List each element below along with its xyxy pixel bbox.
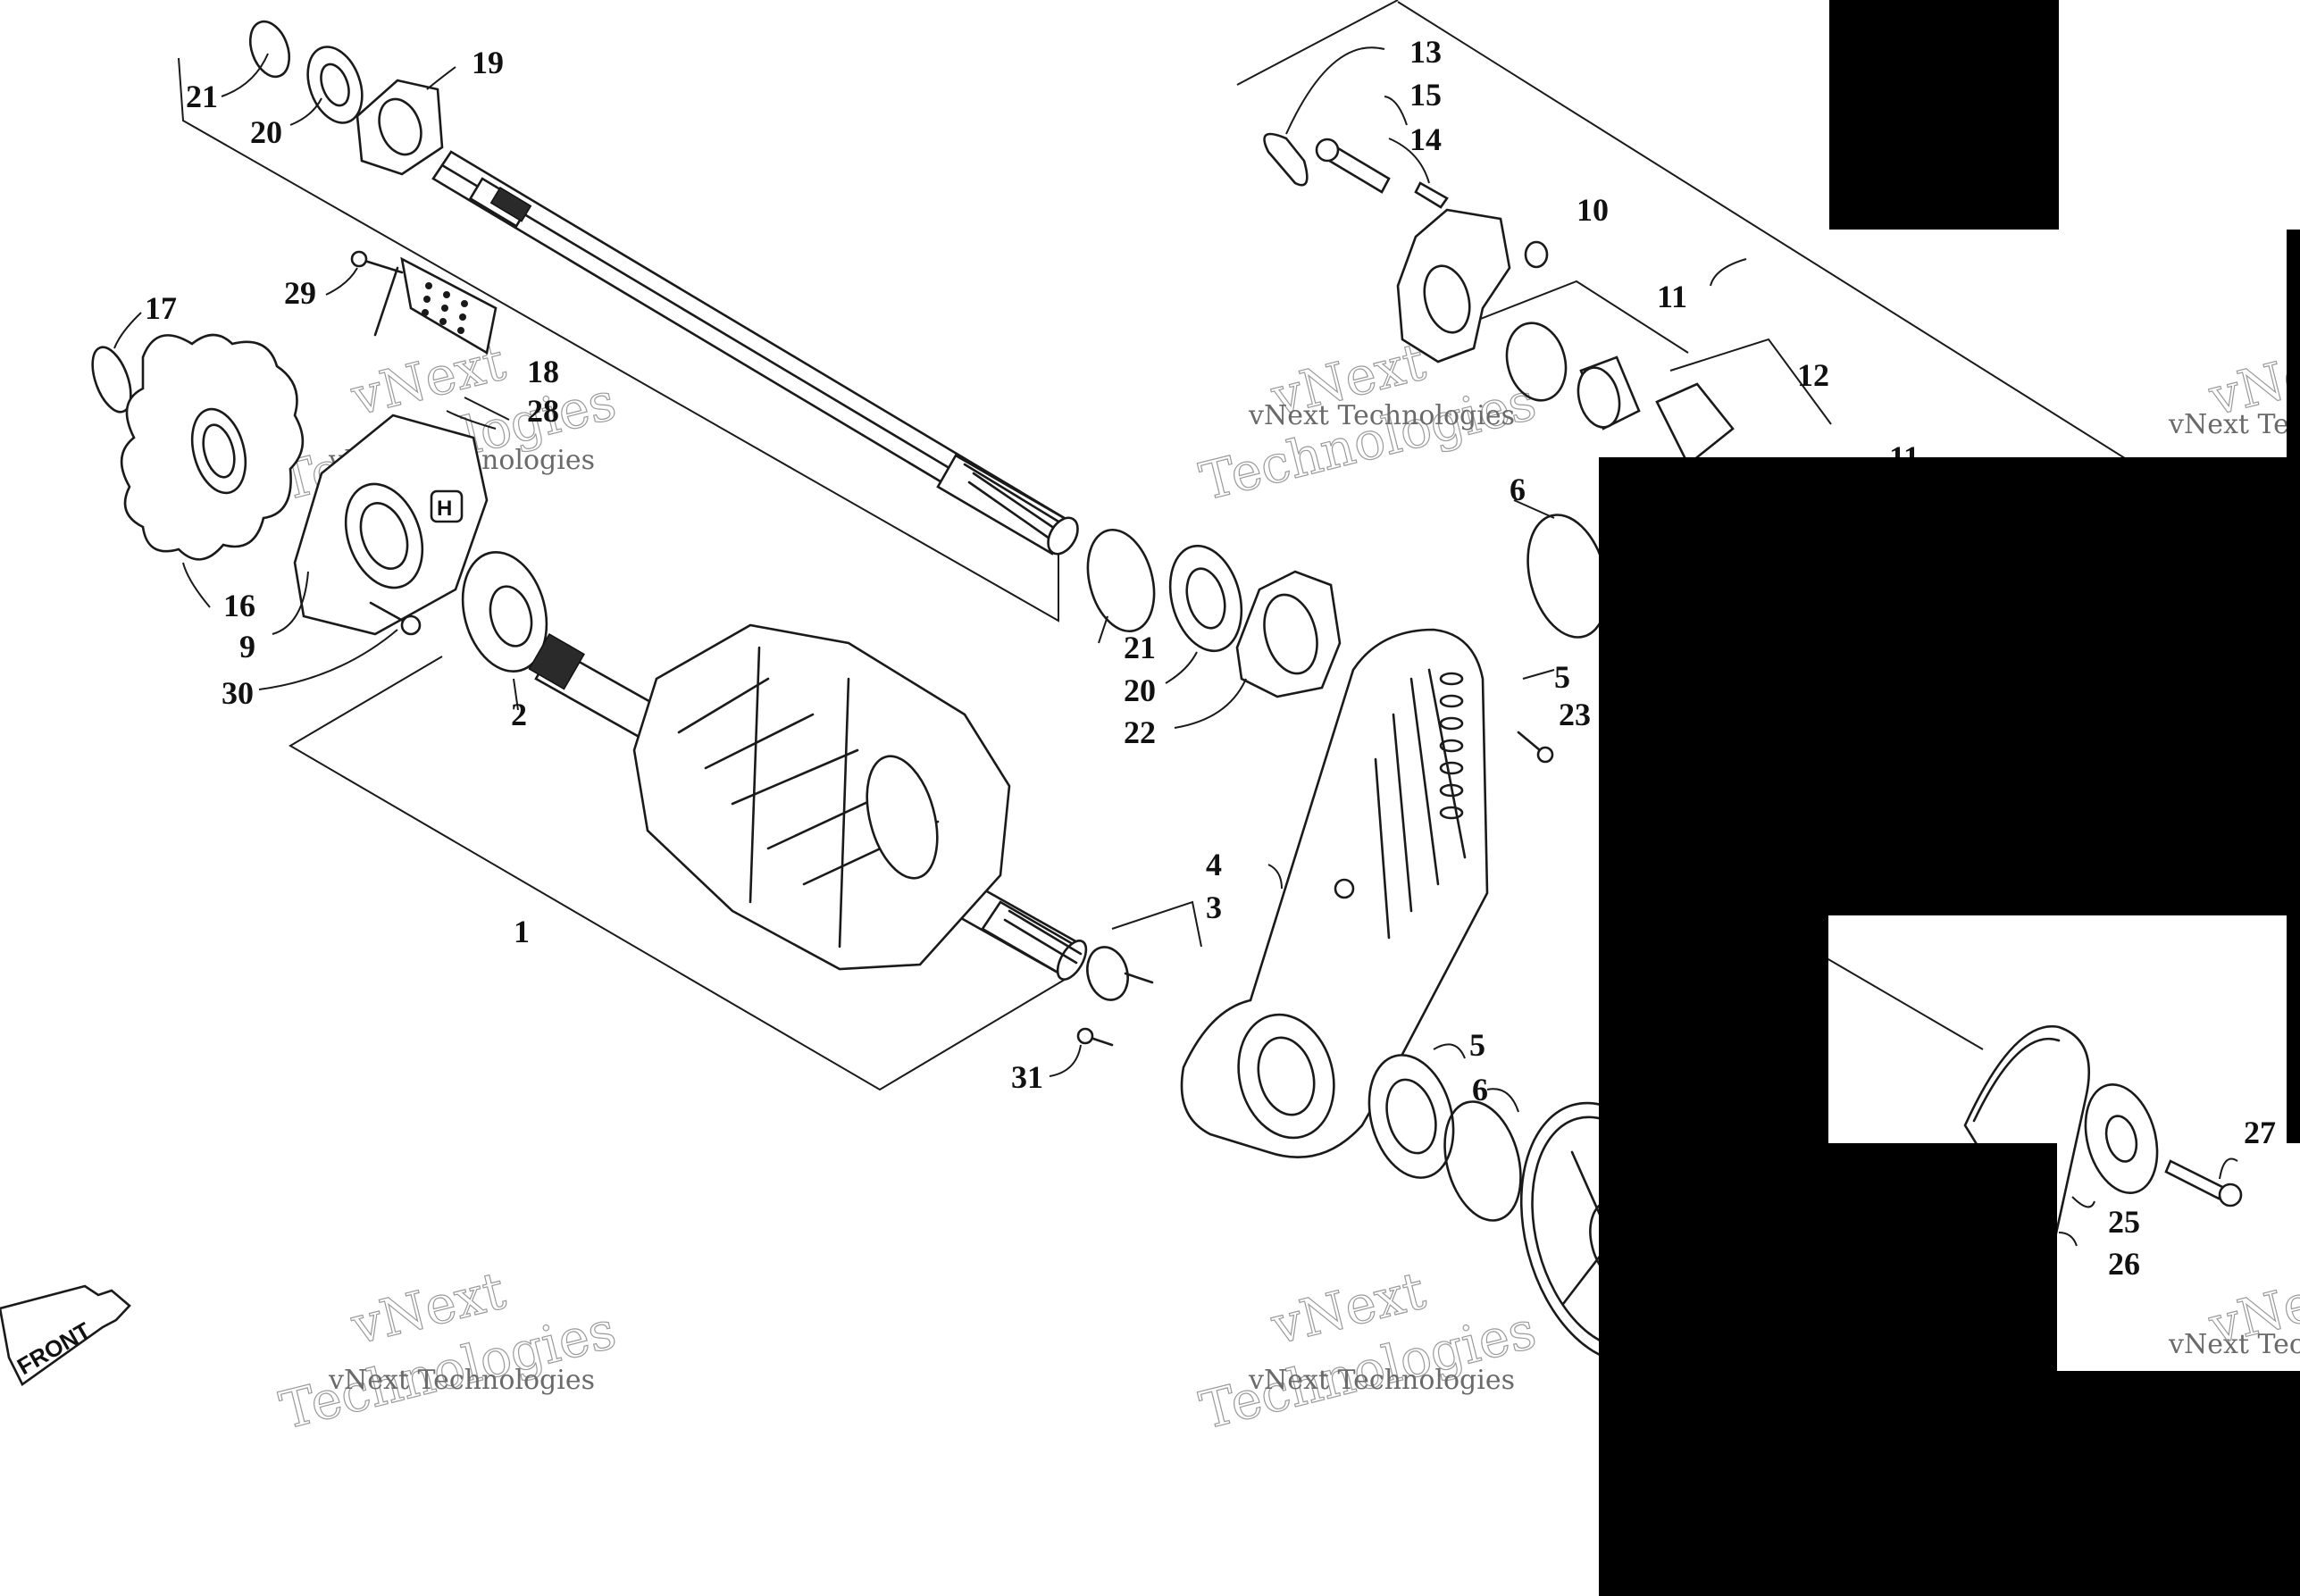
callout-13: 13 [1409, 34, 1442, 70]
brake-housing: H [293, 414, 489, 636]
callout-21-lower: 21 [1124, 630, 1156, 665]
redaction-block-2 [2287, 230, 2300, 457]
drive-shaft-assembly [528, 623, 1088, 981]
callout-15: 15 [1409, 77, 1442, 113]
driveshaft [431, 150, 1079, 556]
callout-10: 10 [1577, 192, 1609, 228]
callout-9: 9 [239, 629, 255, 664]
pulley-25 [2084, 1083, 2159, 1194]
redaction-block-1 [1829, 0, 2059, 230]
callout-27: 27 [2244, 1115, 2276, 1150]
brake-bolt-29 [350, 250, 404, 274]
callout-3: 3 [1206, 890, 1222, 925]
item-11-bracket [1473, 280, 1689, 354]
item-12-bracket [1669, 338, 1832, 425]
callout-23: 23 [1559, 697, 1591, 732]
brake-plate [373, 256, 498, 355]
end-cap-3 [1086, 946, 1154, 1001]
brake-pad-12 [1655, 382, 1735, 467]
idler-wheel-16 [120, 333, 305, 561]
bearing-20-lower [1168, 544, 1243, 653]
svg-text:vNext Technologies: vNext Technologies [1248, 400, 1515, 431]
callout-26: 26 [2108, 1246, 2140, 1282]
retainer-ring-17 [91, 346, 132, 414]
svg-text:vNext Technologies: vNext Technologies [1248, 1365, 1515, 1396]
svg-text:vNext Technologies: vNext Technologies [2168, 1329, 2300, 1360]
redaction-block-6 [1599, 1143, 2057, 1371]
upper-bearing [306, 46, 364, 124]
bleeder-14 [1414, 181, 1449, 209]
upper-snap-ring [248, 20, 291, 79]
front-direction-arrow: FRONT [0, 1284, 131, 1386]
bolt-27 [2164, 1159, 2243, 1207]
redaction-masks [1599, 0, 2300, 1596]
nut-10 [1524, 240, 1549, 269]
bolt-15 [1315, 138, 1391, 194]
snap-ring-6-lower [1443, 1100, 1522, 1222]
callout-17: 17 [145, 290, 177, 326]
shaft-seal-2 [461, 550, 548, 673]
callout-12: 12 [1797, 357, 1829, 393]
callout-19: 19 [472, 45, 504, 80]
part-marking: H [437, 497, 452, 521]
drive-belt-26 [1963, 1024, 2091, 1257]
callout-29: 29 [284, 275, 316, 311]
redaction-block-7 [1599, 1371, 2300, 1596]
callout-6-lower: 6 [1472, 1072, 1488, 1107]
callout-25: 25 [2108, 1204, 2140, 1240]
callout-11-upper: 11 [1657, 279, 1687, 314]
callout-5-lower: 5 [1469, 1027, 1485, 1063]
redaction-block-4 [1599, 915, 1828, 1143]
redaction-block-5 [2287, 915, 2300, 1143]
cotter-pin-13 [1263, 132, 1309, 187]
caliper-housing [1396, 208, 1511, 363]
oring-11 [1505, 322, 1568, 402]
callout-14: 14 [1409, 121, 1442, 157]
callout-5-upper: 5 [1554, 659, 1570, 695]
callout-30: 30 [222, 675, 254, 711]
watermark-top-right: vNext Technologies vNext Technologies [1193, 330, 1542, 513]
top-right-diagonal [1397, 1, 2136, 465]
bolt-23 [1517, 731, 1554, 764]
callout-16: 16 [223, 588, 255, 623]
bearing-flange [355, 79, 444, 176]
chaincase-4 [1180, 628, 1489, 1158]
callout-31: 31 [1011, 1059, 1043, 1095]
flange-22 [1235, 570, 1342, 698]
upper-shaft-bracket [178, 57, 1059, 623]
bearing-5-lower [1367, 1054, 1455, 1179]
brake-bolt-30 [369, 601, 422, 636]
svg-text:vNext Technologies: vNext Technologies [2168, 409, 2300, 440]
bottom-right-diagonal [1821, 955, 1984, 1050]
redaction-block-3 [1599, 457, 2300, 915]
item-3-bracket [1111, 900, 1202, 948]
svg-text:vNext Technologies: vNext Technologies [328, 1365, 595, 1396]
screw-31 [1076, 1027, 1114, 1047]
top-right-bracket [1236, 0, 1399, 86]
callout-1: 1 [514, 914, 530, 949]
callout-20-lower: 20 [1124, 673, 1156, 708]
drive-assembly-bracket [289, 656, 1068, 1091]
watermark-bottom-left: vNext Technologies vNext Technologies [273, 1259, 622, 1441]
callout-22: 22 [1124, 714, 1156, 750]
piston-11 [1577, 355, 1641, 430]
callout-21-upper: 21 [186, 79, 218, 114]
callout-28: 28 [527, 393, 559, 429]
callout-2: 2 [511, 697, 527, 732]
callout-4: 4 [1206, 847, 1222, 882]
callout-20-upper: 20 [250, 114, 282, 150]
callout-6-upper: 6 [1510, 472, 1526, 507]
callout-18: 18 [527, 354, 559, 389]
watermark-bottom-right: vNext Technologies vNext Technologies [1193, 1259, 1542, 1441]
snap-ring-21-lower [1086, 528, 1156, 633]
callout-labels: 1 2 3 4 5 5 6 6 7 8 9 10 11 11 12 13 14 … [145, 34, 2276, 1282]
